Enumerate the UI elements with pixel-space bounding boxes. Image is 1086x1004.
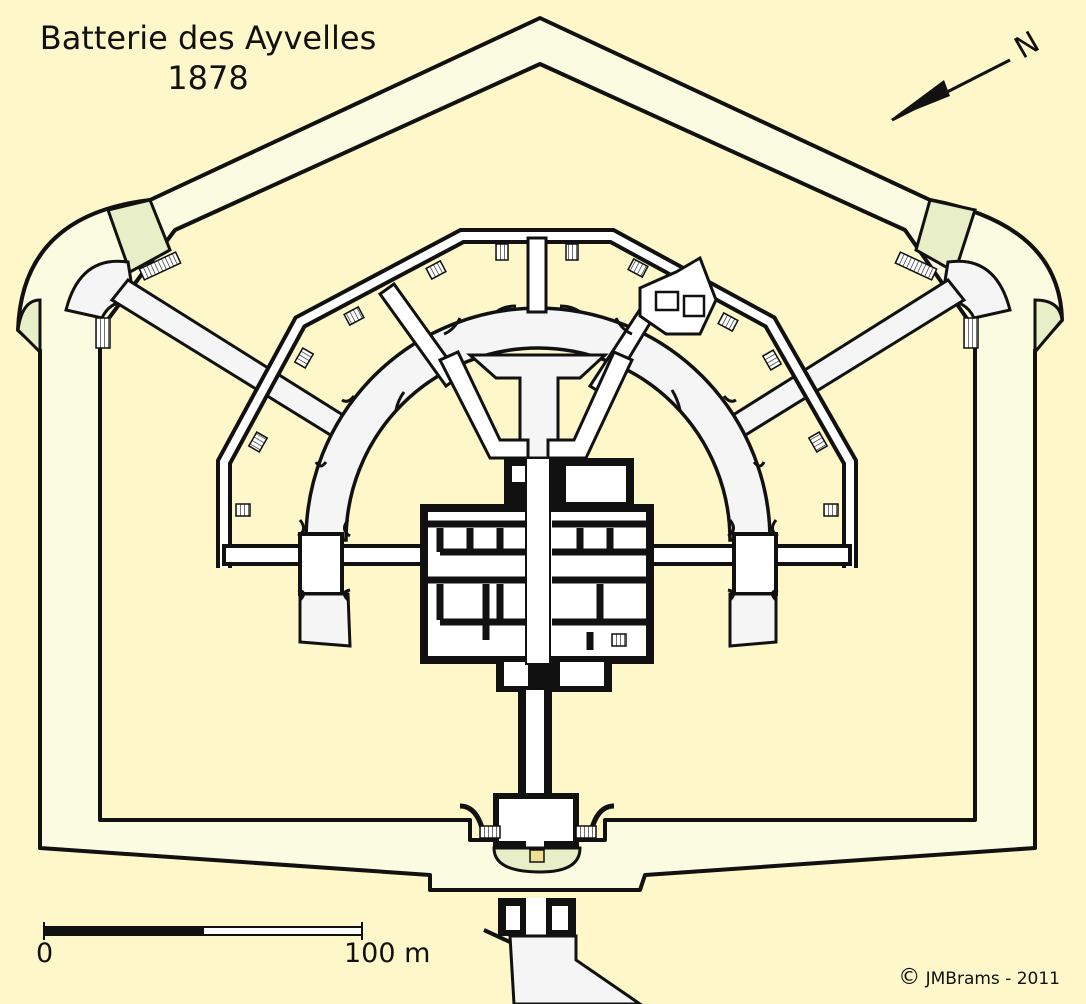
- stairs: [894, 251, 938, 281]
- copyright-icon: ©: [898, 965, 921, 990]
- gate-house-passage: [526, 800, 544, 848]
- map-title-name: Batterie des Ayvelles: [39, 19, 377, 57]
- left-bastion-caponier: [106, 198, 172, 275]
- entrance-room: [552, 906, 568, 930]
- scale-end-label: 100 m: [344, 938, 431, 969]
- stairs: [95, 317, 111, 349]
- scale-start-label: 0: [36, 938, 54, 969]
- entrance-passage: [526, 898, 546, 938]
- observation-post-room: [682, 294, 706, 318]
- keep-lower-annex-room: [560, 662, 604, 686]
- scale-bar: [43, 922, 363, 940]
- south-corridor-passage: [526, 690, 544, 800]
- left-tower: [298, 532, 344, 596]
- map-title: Batterie des Ayvelles 1878: [28, 18, 388, 98]
- right-tower: [732, 532, 778, 596]
- keep-lower-annex-room: [504, 662, 528, 686]
- entrance-barrier: [483, 928, 511, 944]
- gate-marker: [529, 849, 545, 863]
- stairs: [575, 825, 597, 839]
- entrance-ramp: [508, 934, 643, 1004]
- north-arrow-icon: [890, 58, 1011, 122]
- stairs: [479, 825, 501, 839]
- left-bastion-gallery: [64, 259, 136, 320]
- v-passage-left: [437, 350, 530, 460]
- left-tower-bay: [298, 592, 352, 648]
- entrance-room: [506, 906, 520, 930]
- map-title-year: 1878: [167, 59, 249, 97]
- keep-upper-annex-room: [566, 466, 626, 502]
- casemate-outer-wall-inner: [220, 232, 854, 568]
- credit: © JMBrams - 2011: [898, 965, 1060, 990]
- radial-passage-north: [526, 236, 548, 314]
- casemate-stairs: [235, 243, 839, 647]
- observation-post-room: [654, 290, 680, 312]
- left-bastion-shoulder: [16, 298, 42, 356]
- right-tower-bay: [728, 592, 778, 648]
- right-bastion-gallery: [940, 259, 1012, 320]
- right-bastion-shoulder: [1033, 298, 1064, 357]
- keep-central-corridor: [525, 457, 551, 665]
- door-arcs: [297, 304, 779, 602]
- credit-text: JMBrams - 2011: [925, 969, 1060, 989]
- keep-upper-annex-room: [512, 466, 528, 482]
- stairs: [138, 251, 182, 281]
- stairs: [963, 317, 979, 349]
